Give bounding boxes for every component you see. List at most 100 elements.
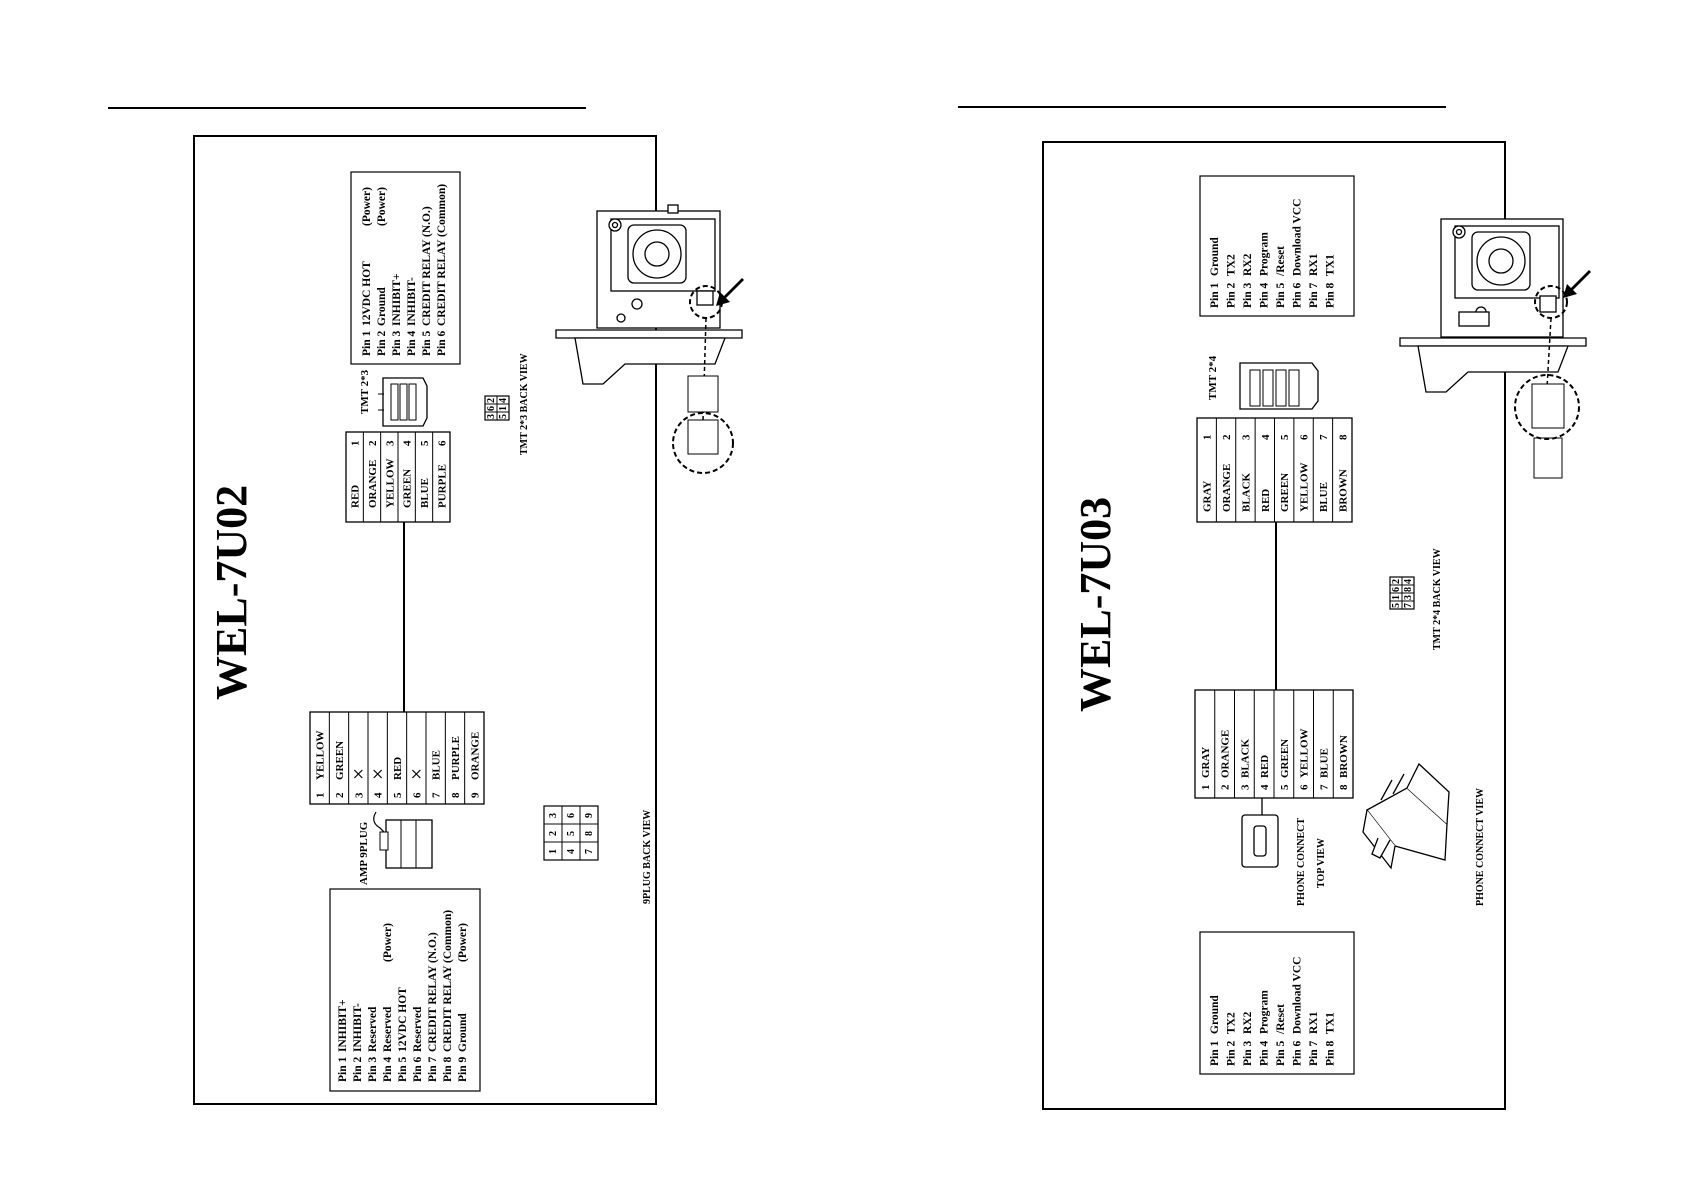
pinout-pin: Pin 6	[1292, 283, 1304, 308]
pinout-desc: CREDIT RELAY (Common)	[442, 910, 454, 1052]
wire-color-label: GRAY	[1202, 481, 1214, 512]
pinout-desc: Program	[1259, 990, 1271, 1034]
pinout-pin: Pin 1	[337, 1057, 349, 1082]
back-view-pin: 4	[498, 398, 509, 403]
pinout-desc: INHIBIT-	[406, 277, 418, 326]
pinout-pin: Pin 5	[397, 1057, 409, 1082]
pinout-desc: Ground	[376, 287, 388, 326]
wire-color-label: GREEN	[1279, 473, 1291, 512]
pinout-desc: /Reset	[1275, 246, 1287, 277]
back-view-pin: 6	[566, 813, 577, 818]
wire-color-label: GRAY	[1200, 747, 1212, 778]
pinout-pin: Pin 3	[1242, 283, 1254, 308]
wire-color-label: BROWN	[1338, 735, 1350, 778]
right-pinout-top-box	[1199, 175, 1355, 317]
right-phone-connect-icon	[1362, 762, 1450, 870]
wire-number: 8	[1337, 434, 1349, 440]
wire-number: 7	[1318, 784, 1330, 790]
pinout-desc: RX1	[1308, 253, 1320, 276]
pinout-pin: Pin 3	[391, 331, 403, 356]
pinout-desc: /Reset	[1275, 1004, 1287, 1035]
back-view-frame	[543, 805, 599, 861]
pinout-note: (Power)	[376, 187, 388, 226]
back-view-pin: 3	[1403, 595, 1414, 600]
pinout-desc: TX1	[1325, 1012, 1337, 1034]
pinout-desc: RX1	[1308, 1011, 1320, 1034]
pinout-note: (Power)	[382, 923, 394, 962]
wire-color-label: GREEN	[334, 741, 346, 780]
pinout-pin: Pin 7	[1308, 283, 1320, 308]
back-view-pin: 8	[584, 831, 595, 836]
wire-number: 4	[402, 440, 414, 446]
wire-color-label: ORANGE	[367, 460, 379, 508]
right-phone-top-view-label-1: PHONE CONNECT	[1296, 818, 1307, 906]
right-coin-device-icon	[1399, 218, 1587, 393]
pinout-pin: Pin 1	[361, 331, 373, 356]
cut-wire-mark	[411, 769, 421, 779]
pinout-pin: Pin 6	[436, 331, 448, 356]
wire-number: 3	[353, 792, 365, 798]
left-arrow-icon	[716, 278, 744, 306]
pinout-pin: Pin 2	[352, 1057, 364, 1082]
back-view-cell	[496, 411, 510, 421]
pinout-pin: Pin 5	[1275, 283, 1287, 308]
wire-color-label: BLUE	[431, 750, 443, 780]
pinout-pin: Pin 4	[382, 1057, 394, 1082]
pinout-pin: Pin 3	[367, 1057, 379, 1082]
back-view-pin: 2	[1391, 579, 1402, 584]
pinout-desc: CREDIT RELAY (N.O.)	[427, 932, 439, 1052]
wire-number: 3	[384, 440, 396, 446]
wire-color-label: ORANGE	[469, 732, 481, 780]
wire-number: 4	[373, 792, 385, 798]
wire-color-label: PURPLE	[436, 464, 448, 508]
back-view-pin: 5	[1391, 603, 1402, 608]
back-view-pin: 6	[486, 406, 497, 411]
wire-color-label: YELLOW	[1299, 728, 1311, 778]
pinout-pin: Pin 7	[1308, 1041, 1320, 1066]
back-view-pin: 5	[566, 831, 577, 836]
wire-number: 3	[1240, 434, 1252, 440]
pinout-desc: RX2	[1242, 253, 1254, 276]
cut-wire-mark	[373, 769, 383, 779]
wire-color-label: ORANGE	[1221, 464, 1233, 512]
wire-number: 1	[1202, 435, 1214, 441]
right-tmt-wires: 1GRAY2ORANGE3BLACK4RED5GREEN6YELLOW7BLUE…	[1202, 418, 1349, 522]
wire-color-label: BLACK	[1239, 738, 1251, 778]
pinout-desc: INHIBIT+	[337, 999, 349, 1052]
pinout-pin: Pin 4	[1259, 283, 1271, 308]
wire-color-label: BLACK	[1240, 472, 1252, 512]
pinout-pin: Pin 1	[1209, 283, 1221, 308]
pinout-desc: Reserved	[367, 1006, 379, 1052]
pinout-desc: CREDIT RELAY (N.O.)	[421, 206, 433, 326]
back-view-pin: 4	[566, 849, 577, 854]
right-socket-b	[1533, 437, 1563, 479]
wire-number: 2	[367, 440, 379, 446]
left-amp-wire-table	[309, 711, 485, 805]
pinout-desc: Program	[1259, 232, 1271, 276]
right-socket-highlight-circle	[1514, 374, 1580, 440]
wire-number: 5	[1279, 784, 1291, 790]
back-view-pin: 2	[486, 398, 497, 403]
wire-color-label: RED	[1259, 755, 1271, 778]
pinout-desc: TX2	[1226, 254, 1238, 276]
left-title: WEL-7U02	[207, 485, 256, 700]
right-pinout-bottom-box	[1199, 931, 1355, 1075]
back-view-pin: 7	[1403, 603, 1414, 608]
pinout-desc: Download VCC	[1292, 199, 1304, 276]
pinout-pin: Pin 2	[1226, 283, 1238, 308]
wire-number: 6	[1299, 434, 1311, 440]
right-title: WEL-7U03	[1071, 497, 1120, 712]
right-phone-top-view-label-2: TOP VIEW	[1316, 838, 1327, 888]
wire-number: 8	[450, 792, 462, 798]
wire-number: 4	[1259, 784, 1271, 790]
pinout-desc: Reserved	[412, 1006, 424, 1052]
wire-number: 5	[1279, 434, 1291, 440]
wire-number: 4	[1260, 434, 1272, 440]
left-diagram-panel	[193, 135, 657, 1105]
